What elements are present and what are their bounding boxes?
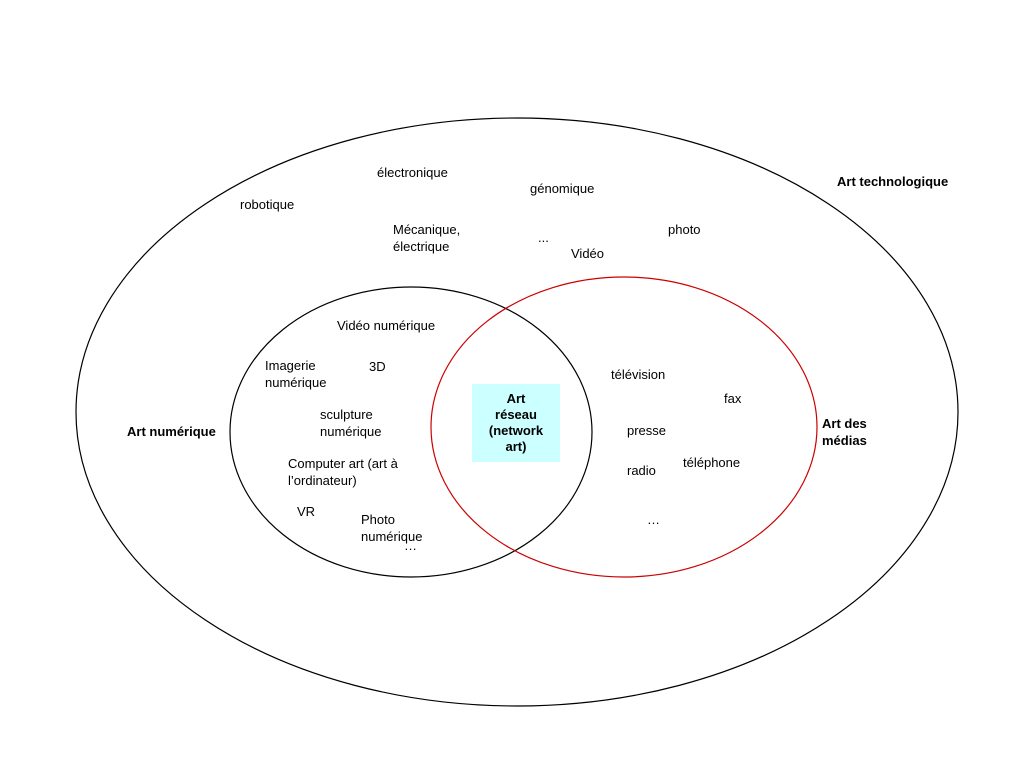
item-photo-numerique-line1: Photo [361,512,395,527]
item-sculpture-line1: sculpture [320,407,373,422]
item-numerique-ellipsis: … [404,538,417,553]
item-radio: radio [627,463,656,478]
center-line4: art) [505,439,527,454]
item-outer-ellipsis: ... [538,230,549,245]
item-imagerie-numerique: Imagerie numérique [265,357,326,391]
item-presse: presse [627,423,667,438]
item-mecanique-line2: électrique [393,239,450,254]
item-mecanique-electrique: Mécanique, électrique [393,221,460,255]
item-sculpture-line2: numérique [320,424,382,439]
center-line2: réseau [495,407,537,422]
label-art-numerique: Art numérique [127,424,216,439]
item-imagerie-line1: Imagerie [265,358,316,373]
item-vr: VR [297,504,316,519]
center-box-art-reseau: Art réseau (network art) [472,384,560,462]
item-electronique: électronique [377,165,448,180]
label-art-technologique: Art technologique [837,174,949,189]
left-ellipse-art-numerique [229,286,593,578]
label-art-des-medias-line2: médias [822,433,867,448]
item-computer-art: Computer art (art à l’ordinateur) [288,455,398,489]
item-imagerie-line2: numérique [265,375,327,390]
item-photo-numerique: Photo numérique [361,511,422,545]
item-video-numerique: Vidéo numérique [337,318,436,333]
item-television: télévision [611,367,666,382]
center-line1: Art [506,391,526,406]
right-ellipse-art-des-medias [430,276,818,578]
item-photo-numerique-line2: numérique [361,529,423,544]
item-genomique: génomique [530,181,595,196]
outer-ellipse-art-technologique [75,117,959,707]
item-sculpture-numerique: sculpture numérique [320,406,381,440]
item-medias-ellipsis: … [647,512,660,527]
item-video: Vidéo [571,246,605,261]
item-mecanique-line1: Mécanique, [393,222,461,237]
item-computer-art-line1: Computer art (art à [288,456,398,471]
item-photo: photo [668,222,701,237]
center-line3: (network [488,423,544,438]
item-fax: fax [724,391,742,406]
item-computer-art-line2: l’ordinateur) [288,473,357,488]
item-robotique: robotique [240,197,295,212]
item-3d: 3D [369,359,386,374]
label-art-des-medias: Art des médias [822,415,867,449]
label-art-des-medias-line1: Art des [822,416,867,431]
item-telephone: téléphone [683,455,741,470]
